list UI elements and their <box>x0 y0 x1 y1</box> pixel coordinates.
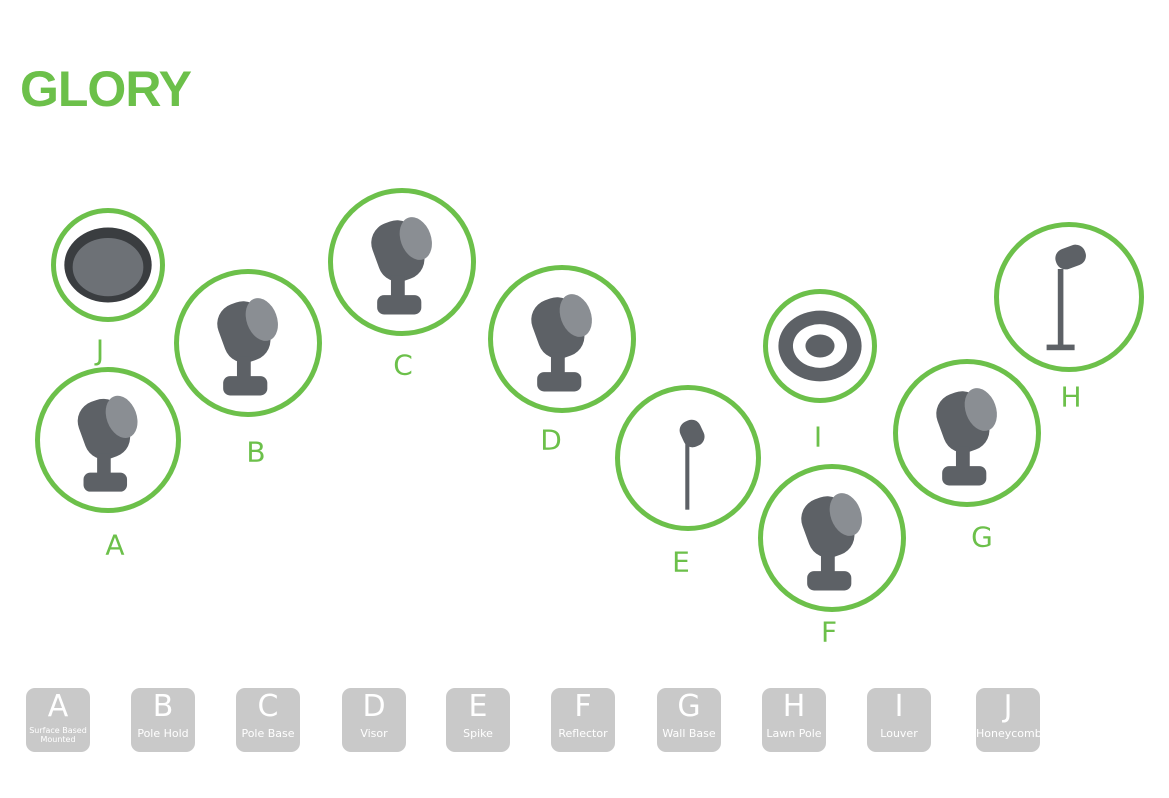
badge-label: Surface Based Mounted <box>29 726 87 744</box>
product-image-honeycomb <box>51 208 165 322</box>
badge-letter: F <box>574 689 592 724</box>
legend-badge-h: H Lawn Pole <box>762 688 826 752</box>
badge-letter: I <box>894 689 904 724</box>
badge-letter: E <box>468 689 488 724</box>
product-image-louver <box>763 289 877 403</box>
badge-letter: J <box>1003 689 1013 724</box>
product-letter: G <box>971 520 993 554</box>
badge-label: Wall Base <box>662 727 716 740</box>
brand-title: GLORY <box>20 61 192 117</box>
badge-label: Pole Base <box>241 727 295 740</box>
legend-badge-i: I Louver <box>867 688 931 752</box>
product-letter: B <box>246 435 266 469</box>
product-letter: A <box>105 528 125 562</box>
product-letter: J <box>95 333 105 367</box>
badge-label: Reflector <box>558 727 608 740</box>
badge-letter: H <box>782 689 806 724</box>
badge-label: Spike <box>463 727 493 740</box>
product-image-visor <box>488 265 636 413</box>
product-letter: I <box>813 420 823 454</box>
badge-label: Lawn Pole <box>766 727 822 740</box>
badge-letter: D <box>362 689 386 724</box>
legend-badge-d: D Visor <box>342 688 406 752</box>
legend-badge-e: E Spike <box>446 688 510 752</box>
product-image-pole-hold <box>174 269 322 417</box>
product-letter: D <box>540 423 562 457</box>
product-image-spike <box>615 385 761 531</box>
product-image-lawn-pole <box>994 222 1144 372</box>
legend-badge-g: G Wall Base <box>657 688 721 752</box>
legend-badge-b: B Pole Hold <box>131 688 195 752</box>
product-letter: E <box>672 545 690 579</box>
badge-label: Visor <box>360 727 388 740</box>
legend-badge-j: J Honeycomb <box>976 688 1040 752</box>
badge-letter: B <box>152 689 174 724</box>
product-letter: F <box>820 615 838 649</box>
product-image-wall-base <box>893 359 1041 507</box>
badge-label: Louver <box>880 727 918 740</box>
legend-badge-c: C Pole Base <box>236 688 300 752</box>
legend-badge-f: F Reflector <box>551 688 615 752</box>
badge-letter: C <box>257 689 279 724</box>
product-letter: H <box>1060 380 1082 414</box>
badge-label: Pole Hold <box>137 727 189 740</box>
product-image-pole-base <box>328 188 476 336</box>
badge-letter: A <box>47 689 69 724</box>
badge-label: Honeycomb <box>976 727 1040 740</box>
product-image-reflector <box>758 464 906 612</box>
badge-letter: G <box>677 689 701 724</box>
product-image-surface-based-mounted <box>35 367 181 513</box>
product-letter: C <box>393 348 413 382</box>
legend-badge-a: A Surface Based Mounted <box>26 688 90 752</box>
